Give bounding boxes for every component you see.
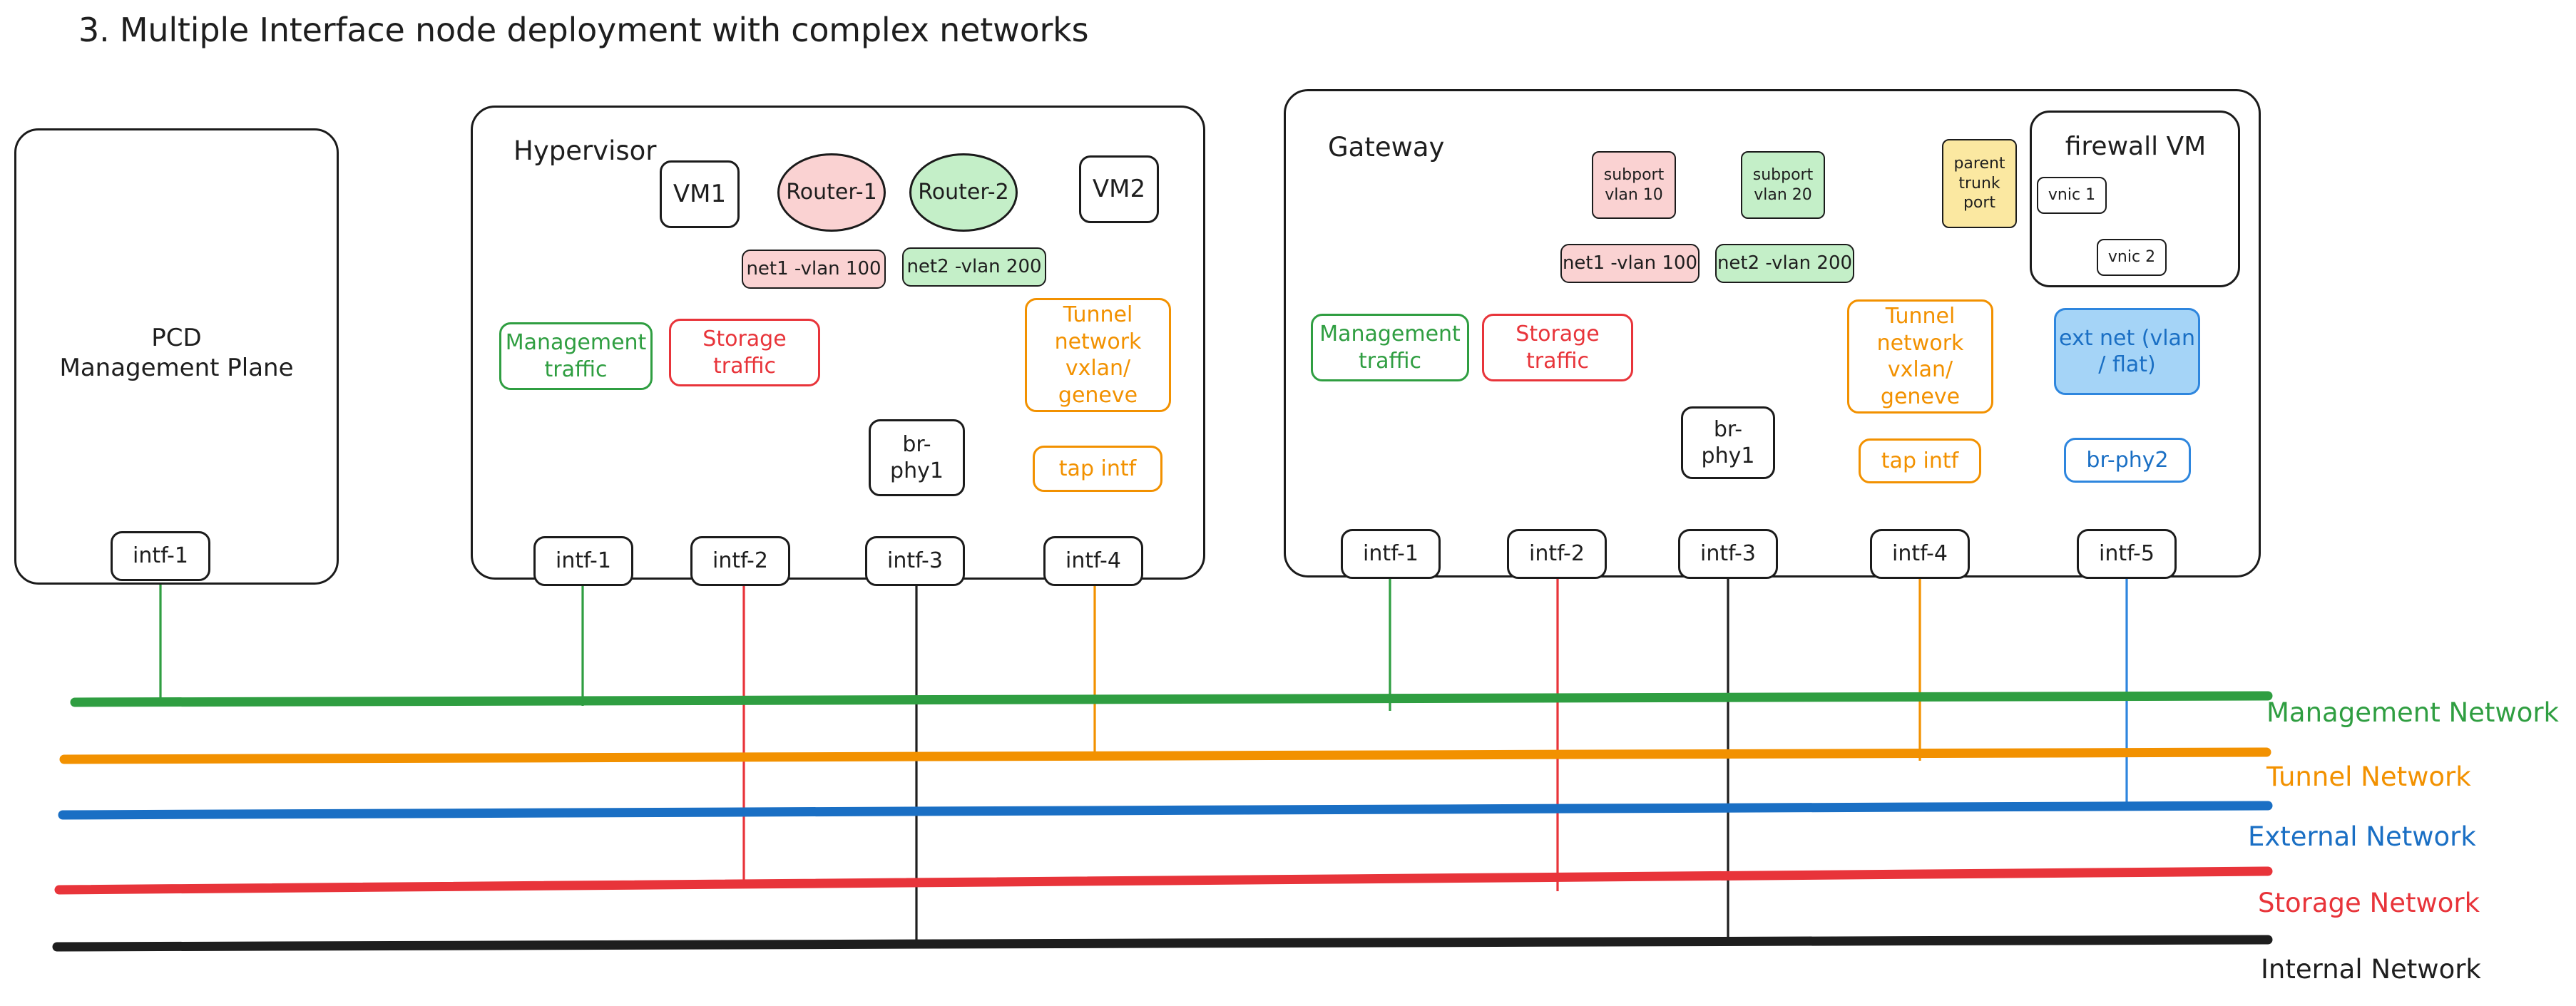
gw-brphy1-line1: br- <box>1713 416 1743 442</box>
gw-brphy1-line2: phy1 <box>1701 443 1755 468</box>
gw-intf-2[interactable]: intf-2 <box>1507 529 1607 579</box>
gw-subport20-line1: subport <box>1752 166 1814 184</box>
gw-management-traffic-node[interactable]: Management traffic <box>1311 314 1469 381</box>
hv-tap-intf-node[interactable]: tap intf <box>1033 446 1162 492</box>
hypervisor-label: Hypervisor <box>513 135 657 166</box>
gw-ext-net-node[interactable]: ext net (vlan / flat) <box>2054 308 2200 395</box>
router-1-node[interactable]: Router-1 <box>777 153 886 232</box>
bus-management-network <box>70 691 2273 707</box>
gw-tap-intf-node[interactable]: tap intf <box>1859 438 1981 483</box>
bus-external-network <box>58 801 2273 820</box>
gw-net1-node[interactable]: net1 -vlan 100 <box>1560 244 1700 283</box>
label-tunnel-network: Tunnel Network <box>2266 761 2471 792</box>
label-storage-network: Storage Network <box>2258 888 2480 918</box>
hv-intf-3[interactable]: intf-3 <box>865 536 965 586</box>
gw-intf-3[interactable]: intf-3 <box>1678 529 1778 579</box>
gw-net2-node[interactable]: net2 -vlan 200 <box>1715 244 1854 283</box>
gw-br-phy2-node[interactable]: br-phy2 <box>2064 438 2191 483</box>
gw-subport-vlan10-node[interactable]: subport vlan 10 <box>1592 151 1676 219</box>
pcd-title-line2: Management Plane <box>59 354 294 382</box>
gw-tunnel-network-node[interactable]: Tunnel network vxlan/ geneve <box>1847 299 1993 414</box>
hv-tunnel-line1: Tunnel <box>1063 302 1133 327</box>
vm1-node[interactable]: VM1 <box>660 160 740 228</box>
gw-parent-line2: trunk <box>1958 174 2000 193</box>
bus-internal-network <box>52 935 2273 952</box>
hv-br-phy1-node[interactable]: br- phy1 <box>869 419 965 496</box>
gw-tunnel-line2: network vxlan/ <box>1876 330 1964 383</box>
gw-vnic-1[interactable]: vnic 1 <box>2037 177 2107 214</box>
hv-mgmt-line1: Management <box>505 330 647 355</box>
gw-tunnel-line1: Tunnel <box>1885 304 1956 329</box>
hv-net2-node[interactable]: net2 -vlan 200 <box>902 247 1046 287</box>
gw-storage-line2: traffic <box>1526 348 1589 374</box>
gw-storage-traffic-node[interactable]: Storage traffic <box>1482 314 1633 381</box>
router-2-node[interactable]: Router-2 <box>909 153 1018 232</box>
hv-mgmt-line2: traffic <box>544 356 608 382</box>
pcd-title: PCD Management Plane <box>43 314 310 392</box>
hv-storage-line2: traffic <box>713 353 776 379</box>
hv-tunnel-network-node[interactable]: Tunnel network vxlan/ geneve <box>1025 298 1171 412</box>
page-title: 3. Multiple Interface node deployment wi… <box>78 11 1089 49</box>
hv-storage-line1: Storage <box>702 327 787 351</box>
hv-storage-traffic-node[interactable]: Storage traffic <box>669 319 820 386</box>
hv-net1-node[interactable]: net1 -vlan 100 <box>742 250 886 289</box>
pcd-intf-1[interactable]: intf-1 <box>111 531 210 581</box>
hv-management-traffic-node[interactable]: Management traffic <box>499 322 653 390</box>
hv-tunnel-line3: geneve <box>1058 382 1138 408</box>
label-management-network: Management Network <box>2266 697 2559 728</box>
hv-intf-1[interactable]: intf-1 <box>533 536 633 586</box>
pcd-title-line1: PCD <box>151 323 202 352</box>
gw-mgmt-line2: traffic <box>1359 348 1421 374</box>
pcd-container <box>14 128 339 585</box>
bus-tunnel-network <box>59 747 2271 764</box>
gw-intf-1[interactable]: intf-1 <box>1341 529 1441 579</box>
vm2-node[interactable]: VM2 <box>1079 155 1159 223</box>
gw-parent-line3: port <box>1963 194 1996 212</box>
hv-intf-4[interactable]: intf-4 <box>1043 536 1143 586</box>
hv-tunnel-line2: network vxlan/ <box>1054 329 1142 381</box>
gw-vnic-2[interactable]: vnic 2 <box>2097 239 2167 276</box>
gw-mgmt-line1: Management <box>1319 322 1461 347</box>
gw-extnet-line2: / flat) <box>2098 352 2156 377</box>
gw-parent-trunk-port-node[interactable]: parent trunk port <box>1942 139 2017 228</box>
gw-subport20-line2: vlan 20 <box>1754 185 1812 204</box>
gw-tunnel-line3: geneve <box>1880 384 1961 409</box>
gw-intf-5[interactable]: intf-5 <box>2077 529 2177 579</box>
hv-brphy1-line2: phy1 <box>890 458 944 483</box>
hv-brphy1-line1: br- <box>902 431 931 457</box>
bus-storage-network <box>54 866 2273 895</box>
hv-intf-2[interactable]: intf-2 <box>690 536 790 586</box>
gateway-label: Gateway <box>1328 132 1445 163</box>
label-internal-network: Internal Network <box>2261 954 2481 985</box>
gw-extnet-line1: ext net (vlan <box>2059 325 2195 351</box>
label-external-network: External Network <box>2248 821 2476 852</box>
gw-intf-4[interactable]: intf-4 <box>1870 529 1970 579</box>
gw-subport10-line1: subport <box>1603 166 1665 184</box>
gw-subport10-line2: vlan 10 <box>1605 185 1663 204</box>
gw-subport-vlan20-node[interactable]: subport vlan 20 <box>1741 151 1825 219</box>
gw-parent-line1: parent <box>1953 155 2005 173</box>
gw-br-phy1-node[interactable]: br- phy1 <box>1681 406 1775 479</box>
gw-storage-line1: Storage <box>1516 322 1600 347</box>
firewall-vm-title: firewall VM <box>2065 132 2207 161</box>
